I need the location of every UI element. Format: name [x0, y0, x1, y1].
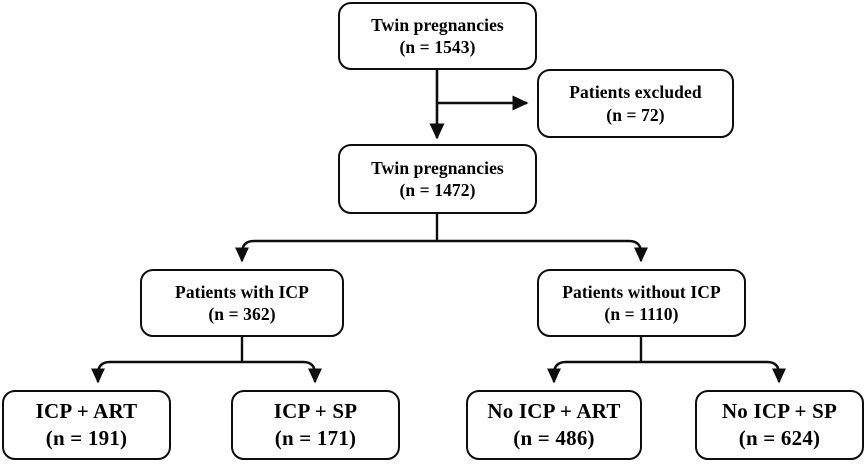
node-twin-pregnancies-1472: Twin pregnancies (n = 1472): [338, 144, 537, 214]
edge-with-icp-to-icp-art: [91, 360, 242, 384]
edge-without-icp-to-no-icp-art: [547, 360, 641, 384]
node-label-line1: Patients with ICP: [175, 281, 309, 302]
node-label-line1: Patients excluded: [569, 82, 702, 103]
node-patients-with-icp: Patients with ICP (n = 362): [140, 269, 344, 337]
node-label-line2: (n = 72): [606, 104, 665, 125]
node-label-line1: ICP + SP: [273, 399, 358, 424]
node-label-line2: (n = 624): [738, 426, 821, 450]
node-patients-without-icp: Patients without ICP (n = 1110): [537, 269, 746, 337]
edge-with-icp-to-icp-sp: [242, 360, 322, 384]
node-label-line2: (n = 191): [45, 426, 128, 450]
node-label-line1: Patients without ICP: [562, 281, 721, 302]
node-label-line1: Twin pregnancies: [371, 157, 504, 178]
node-patients-excluded: Patients excluded (n = 72): [537, 69, 734, 138]
node-label-line1: No ICP + SP: [721, 399, 838, 424]
node-icp-plus-sp: ICP + SP (n = 171): [231, 390, 400, 460]
node-no-icp-plus-sp: No ICP + SP (n = 624): [695, 390, 864, 460]
node-label-line2: (n = 1110): [604, 304, 679, 324]
node-label-line2: (n = 362): [208, 304, 276, 324]
node-icp-plus-art: ICP + ART (n = 191): [2, 390, 171, 460]
node-no-icp-plus-art: No ICP + ART (n = 486): [466, 390, 642, 460]
node-label-line1: ICP + ART: [35, 399, 138, 424]
edge-twin1472-to-without-icp: [437, 239, 648, 263]
node-label-line2: (n = 171): [274, 426, 357, 450]
edge-twin1472-to-with-icp: [235, 239, 437, 263]
node-label-line1: Twin pregnancies: [371, 14, 504, 35]
node-label-line2: (n = 1543): [399, 37, 476, 57]
node-label-line1: No ICP + ART: [487, 399, 621, 424]
node-label-line2: (n = 1472): [399, 180, 476, 200]
node-label-line2: (n = 486): [513, 426, 595, 450]
edge-without-icp-to-no-icp-sp: [641, 360, 786, 384]
node-twin-pregnancies-1543: Twin pregnancies (n = 1543): [338, 2, 537, 70]
